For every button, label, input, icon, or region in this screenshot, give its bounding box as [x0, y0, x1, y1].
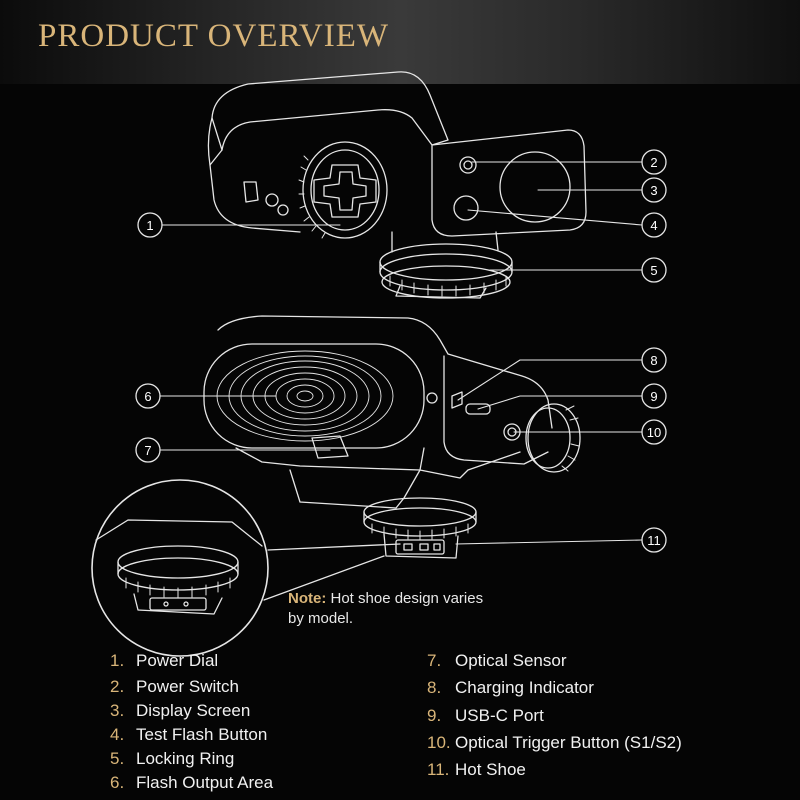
callout-7: 7	[135, 437, 161, 463]
callout-6: 6	[135, 383, 161, 409]
callout-2-number: 2	[650, 155, 657, 170]
legend-item-flash-output-area: 6. Flash Output Area	[110, 773, 273, 793]
callout-1: 1	[137, 212, 163, 238]
header-band	[0, 0, 800, 84]
legend-item-hot-shoe: 11. Hot Shoe	[427, 760, 526, 780]
callout-11: 11	[641, 527, 667, 553]
callout-5-number: 5	[650, 263, 657, 278]
legend-number: 11.	[427, 760, 450, 779]
hot-shoe-note: Note: Hot shoe design varies by model.	[288, 589, 488, 629]
legend-number: 5.	[110, 749, 125, 768]
callout-6-number: 6	[144, 389, 151, 404]
legend-label: Optical Trigger Button (S1/S2)	[455, 733, 682, 752]
callout-10-number: 10	[647, 425, 661, 440]
callout-3-number: 3	[650, 183, 657, 198]
note-label: Note:	[288, 590, 327, 607]
callout-7-number: 7	[144, 443, 151, 458]
legend-number: 7.	[427, 651, 442, 670]
legend-item-locking-ring: 5. Locking Ring	[110, 749, 234, 769]
legend-item-charging-indicator: 8. Charging Indicator	[427, 678, 594, 698]
legend-item-optical-trigger-button: 10.Optical Trigger Button (S1/S2)	[427, 733, 682, 753]
legend-label: Flash Output Area	[136, 773, 274, 792]
flash-unit-back-view	[203, 315, 581, 559]
callout-3: 3	[641, 177, 667, 203]
legend-item-power-dial: 1. Power Dial	[110, 651, 218, 671]
legend-item-optical-sensor: 7. Optical Sensor	[427, 651, 567, 671]
legend-label: Power Dial	[136, 651, 219, 670]
note-text: Hot shoe design varies by model.	[288, 590, 484, 627]
callout-9: 9	[641, 383, 667, 409]
callout-4-number: 4	[650, 218, 657, 233]
legend-label: USB-C Port	[455, 706, 544, 725]
legend-number: 10.	[427, 733, 451, 752]
callout-2: 2	[641, 149, 667, 175]
legend-number: 8.	[427, 678, 442, 697]
legend-item-display-screen: 3. Display Screen	[110, 701, 250, 721]
legend-label: Hot Shoe	[455, 760, 526, 779]
callout-markers: 1 2 3 4 5 6 7 8 9 10 11	[135, 149, 667, 553]
legend-label: Locking Ring	[136, 749, 235, 768]
legend-item-power-switch: 2. Power Switch	[110, 677, 239, 697]
callout-5: 5	[641, 257, 667, 283]
page-title: PRODUCT OVERVIEW	[38, 18, 389, 54]
legend-number: 9.	[427, 706, 442, 725]
callout-11-number: 11	[647, 533, 661, 548]
leader-lines	[159, 161, 643, 545]
legend-item-usb-c-port: 9. USB-C Port	[427, 706, 544, 726]
legend-number: 6.	[110, 773, 125, 792]
legend-number: 1.	[110, 651, 125, 670]
legend-number: 4.	[110, 725, 125, 744]
callout-8-number: 8	[650, 353, 657, 368]
callout-9-number: 9	[650, 389, 657, 404]
legend-label: Charging Indicator	[455, 678, 594, 697]
legend-label: Optical Sensor	[455, 651, 567, 670]
legend-number: 2.	[110, 677, 125, 696]
callout-1-number: 1	[146, 218, 153, 233]
legend-label: Display Screen	[136, 701, 251, 720]
callout-8: 8	[641, 347, 667, 373]
hot-shoe-inset	[91, 479, 401, 657]
legend-number: 3.	[110, 701, 125, 720]
legend-label: Power Switch	[136, 677, 239, 696]
legend-label: Test Flash Button	[136, 725, 268, 744]
callout-10: 10	[641, 419, 667, 445]
flash-unit-top-view	[207, 71, 587, 299]
callout-4: 4	[641, 212, 667, 238]
legend-item-test-flash-button: 4. Test Flash Button	[110, 725, 267, 745]
